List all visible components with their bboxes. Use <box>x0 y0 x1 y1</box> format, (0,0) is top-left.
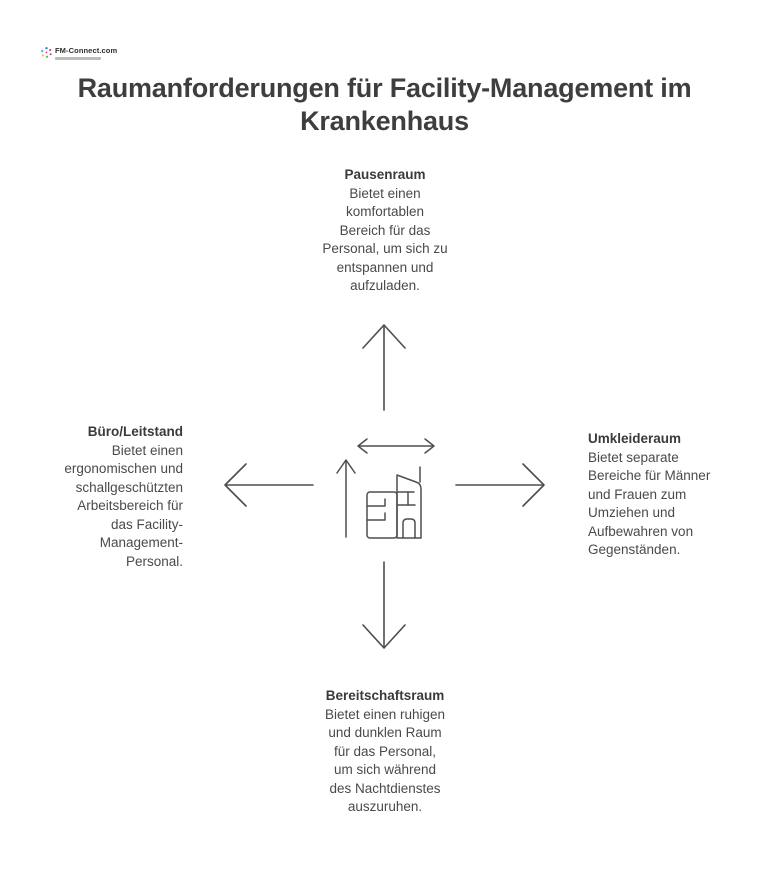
node-description: Bietet einen ruhigen und dunklen Raum fü… <box>324 706 446 815</box>
node-title: Bereitschaftsraum <box>325 688 445 703</box>
node-title: Pausenraum <box>344 167 426 182</box>
node-buero-leitstand: Büro/Leitstand Bietet einen ergonomische… <box>13 423 183 571</box>
arrow-right-icon <box>455 463 545 507</box>
node-bereitschaftsraum: Bereitschaftsraum Bietet einen ruhigen u… <box>285 687 485 817</box>
node-description: Bietet separate Bereiche für Männer und … <box>588 449 711 558</box>
logo-text: FM-Connect.com <box>55 46 118 55</box>
node-description: Bietet einen komfortablen Bereich für da… <box>322 185 448 294</box>
arrow-left-icon <box>224 463 314 507</box>
node-title: Büro/Leitstand <box>87 424 183 439</box>
logo-tagline-bar <box>55 57 101 60</box>
node-description: Bietet einen ergonomischen und schallges… <box>64 442 183 569</box>
node-umkleideraum: Umkleideraum Bietet separate Bereiche fü… <box>588 430 758 560</box>
building-icon <box>336 438 435 539</box>
page-title: Raumanforderungen für Facility-Managemen… <box>77 73 692 136</box>
node-title: Umkleideraum <box>588 431 682 446</box>
arrow-down-icon <box>362 561 406 649</box>
logo-burst-icon <box>41 47 52 58</box>
arrow-up-icon <box>362 324 406 411</box>
logo: FM-Connect.com <box>40 46 117 60</box>
node-pausenraum: Pausenraum Bietet einen komfortablen Ber… <box>285 166 485 296</box>
